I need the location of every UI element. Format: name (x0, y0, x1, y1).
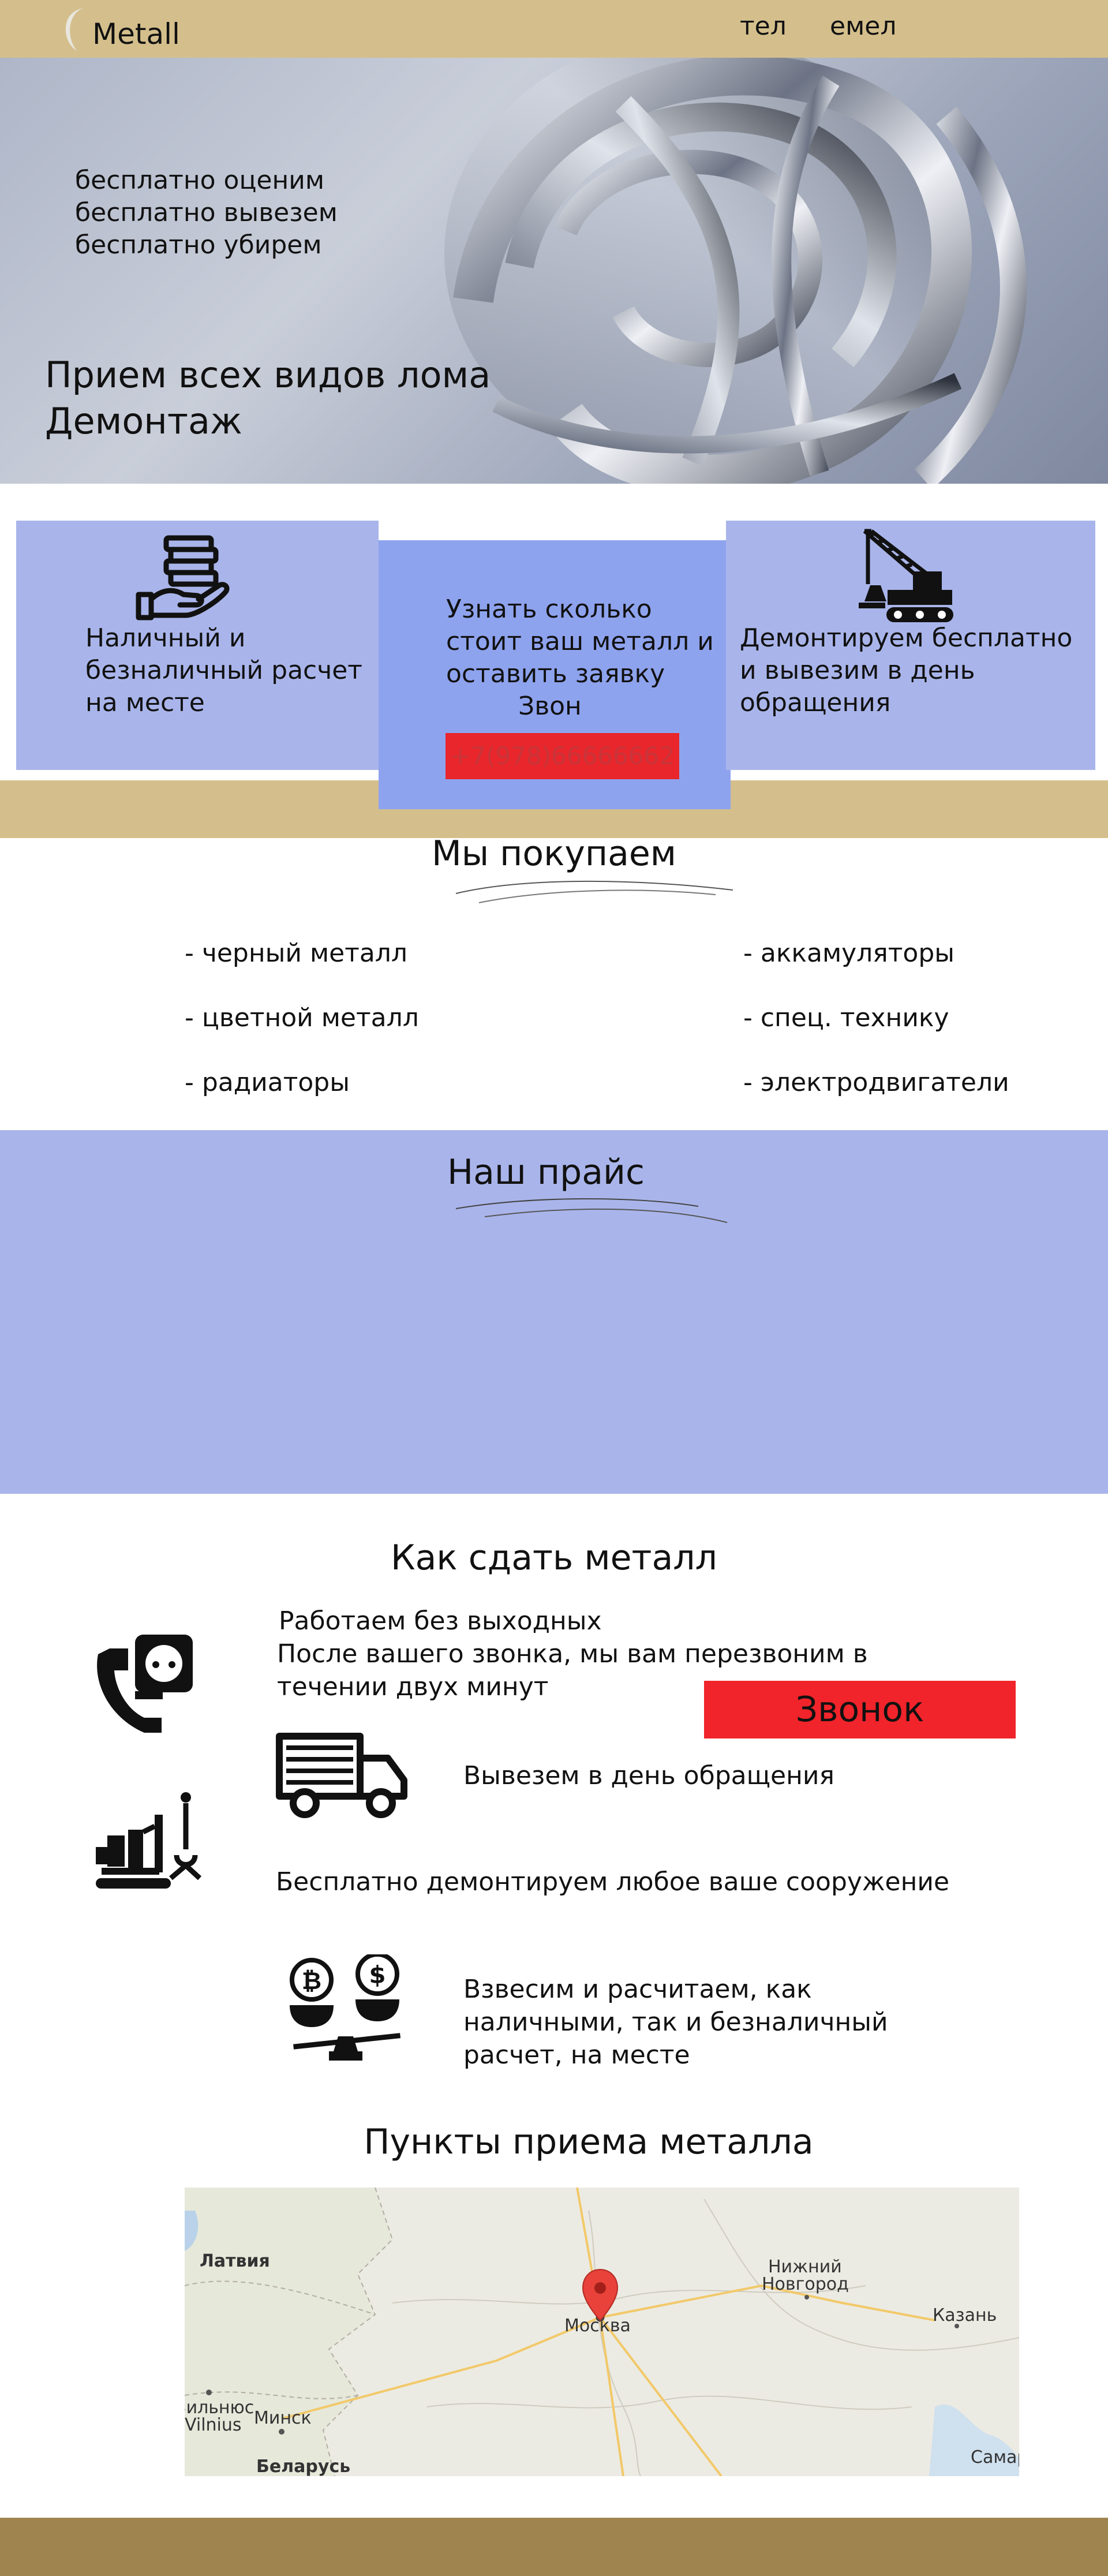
svg-text:$: $ (369, 1961, 385, 1989)
dismantling-tools-icon (96, 1792, 202, 1889)
map-label: Москва (564, 2316, 631, 2336)
map-label: Латвия (200, 2251, 270, 2271)
title-underline-swash (455, 1198, 728, 1223)
map-label: Нижний (768, 2257, 842, 2277)
logo-moon-icon[interactable] (61, 5, 94, 54)
hero-banner: бесплатно оценим бесплатно вывезем беспл… (0, 58, 1108, 484)
feature-payment-line: на месте (85, 688, 205, 717)
map-label: Казань (933, 2305, 997, 2325)
feature-quote-line: стоит ваш металл и (446, 627, 714, 656)
logo-text[interactable]: Metall (92, 17, 180, 51)
how-step4-line: Взвесим и расчитаем, как (463, 1975, 812, 2004)
map-label: Vilnius (185, 2415, 242, 2435)
feature-dismantle-line: Демонтируем бесплатно (740, 623, 1073, 653)
how-step2-text: Вывезем в день обращения (463, 1761, 834, 1790)
feature-payment-line: Наличный и (85, 623, 246, 653)
how-step4-line: расчет, на месте (463, 2040, 690, 2070)
points-title: Пункты приема металла (364, 2122, 814, 2162)
crypto-scales-icon: ₿ $ (290, 1954, 401, 2061)
nav-phone-link[interactable]: тел (740, 12, 787, 41)
feature-dismantle-line: и вывезим в день (740, 656, 975, 685)
hero-tagline-line: бесплатно вывезем (75, 198, 338, 227)
how-step1-line: После вашего звонка, мы вам перезвоним в (277, 1639, 868, 1669)
call-button[interactable]: Звонок (704, 1681, 1016, 1738)
how-step1-line: Работаем без выходных (279, 1606, 602, 1636)
collection-points-map[interactable]: Латвия Москва Нижний Новгород Казань Мин… (185, 2188, 1019, 2476)
feature-quote-text: Узнать сколько стоит ваш металл и остави… (446, 593, 714, 723)
hero-title-line: Прием всех видов лома (45, 354, 491, 396)
buy-item: - спец. технику (743, 1003, 949, 1033)
buy-item: - электродвигатели (743, 1068, 1009, 1097)
map-background (185, 2188, 1019, 2476)
price-section (0, 1130, 1108, 1494)
map-label: Самар (971, 2447, 1019, 2467)
hero-metal-sculpture-image (444, 58, 1027, 484)
map-marker-icon[interactable] (582, 2268, 619, 2321)
how-title: Как сдать металл (391, 1538, 717, 1578)
feature-quote-line: Звон (518, 691, 582, 721)
how-step4-line: наличными, так и безналичный (463, 2007, 888, 2037)
hero-tagline: бесплатно оценим бесплатно вывезем беспл… (75, 164, 338, 261)
svg-text:₿: ₿ (302, 1966, 321, 1995)
map-label: Минск (254, 2408, 312, 2428)
buy-item: - черный металл (185, 939, 408, 968)
crane-icon (859, 529, 953, 622)
hand-with-money-icon (136, 535, 230, 620)
feature-quote-line: Узнать сколько (446, 595, 652, 624)
feature-payment-text: Наличный и безналичный расчет на месте (85, 622, 362, 719)
how-step4-text: Взвесим и расчитаем, как наличными, так … (463, 1973, 888, 2072)
how-step1-text: Работаем без выходных После вашего звонк… (277, 1605, 868, 1703)
delivery-truck-icon (276, 1733, 407, 1818)
buy-item: - аккамуляторы (743, 939, 954, 968)
site-header (0, 0, 1108, 58)
hero-tagline-line: бесплатно оценим (75, 166, 325, 195)
map-label: Новгород (762, 2274, 849, 2294)
how-step1-line: течении двух минут (277, 1672, 549, 1702)
hero-tagline-line: бесплатно убирем (75, 230, 322, 260)
feature-quote-line: оставить заявку (446, 659, 665, 689)
buy-item: - радиаторы (185, 1068, 350, 1097)
feature-dismantle-line: обращения (740, 688, 891, 717)
we-buy-title: Мы покупаем (431, 833, 677, 874)
phone-support-icon (97, 1635, 193, 1733)
title-underline-swash (455, 880, 733, 903)
phone-number-button[interactable]: +7(978)66666662 (446, 733, 679, 779)
price-title: Наш прайс (447, 1152, 645, 1192)
feature-dismantle-text: Демонтируем бесплатно и вывезим в день о… (740, 622, 1072, 719)
buy-item: - цветной металл (185, 1003, 419, 1033)
map-label: Беларусь (256, 2457, 351, 2476)
hero-title-line: Демонтаж (45, 400, 242, 442)
feature-payment-line: безналичный расчет (85, 656, 362, 685)
nav-email-link[interactable]: емел (830, 12, 897, 41)
map-label: Вильнюс (185, 2398, 254, 2418)
how-step3-text: Бесплатно демонтируем любое ваше сооруже… (276, 1867, 950, 1897)
hero-title: Прием всех видов лома Демонтаж (45, 352, 491, 444)
site-footer (0, 2518, 1108, 2576)
